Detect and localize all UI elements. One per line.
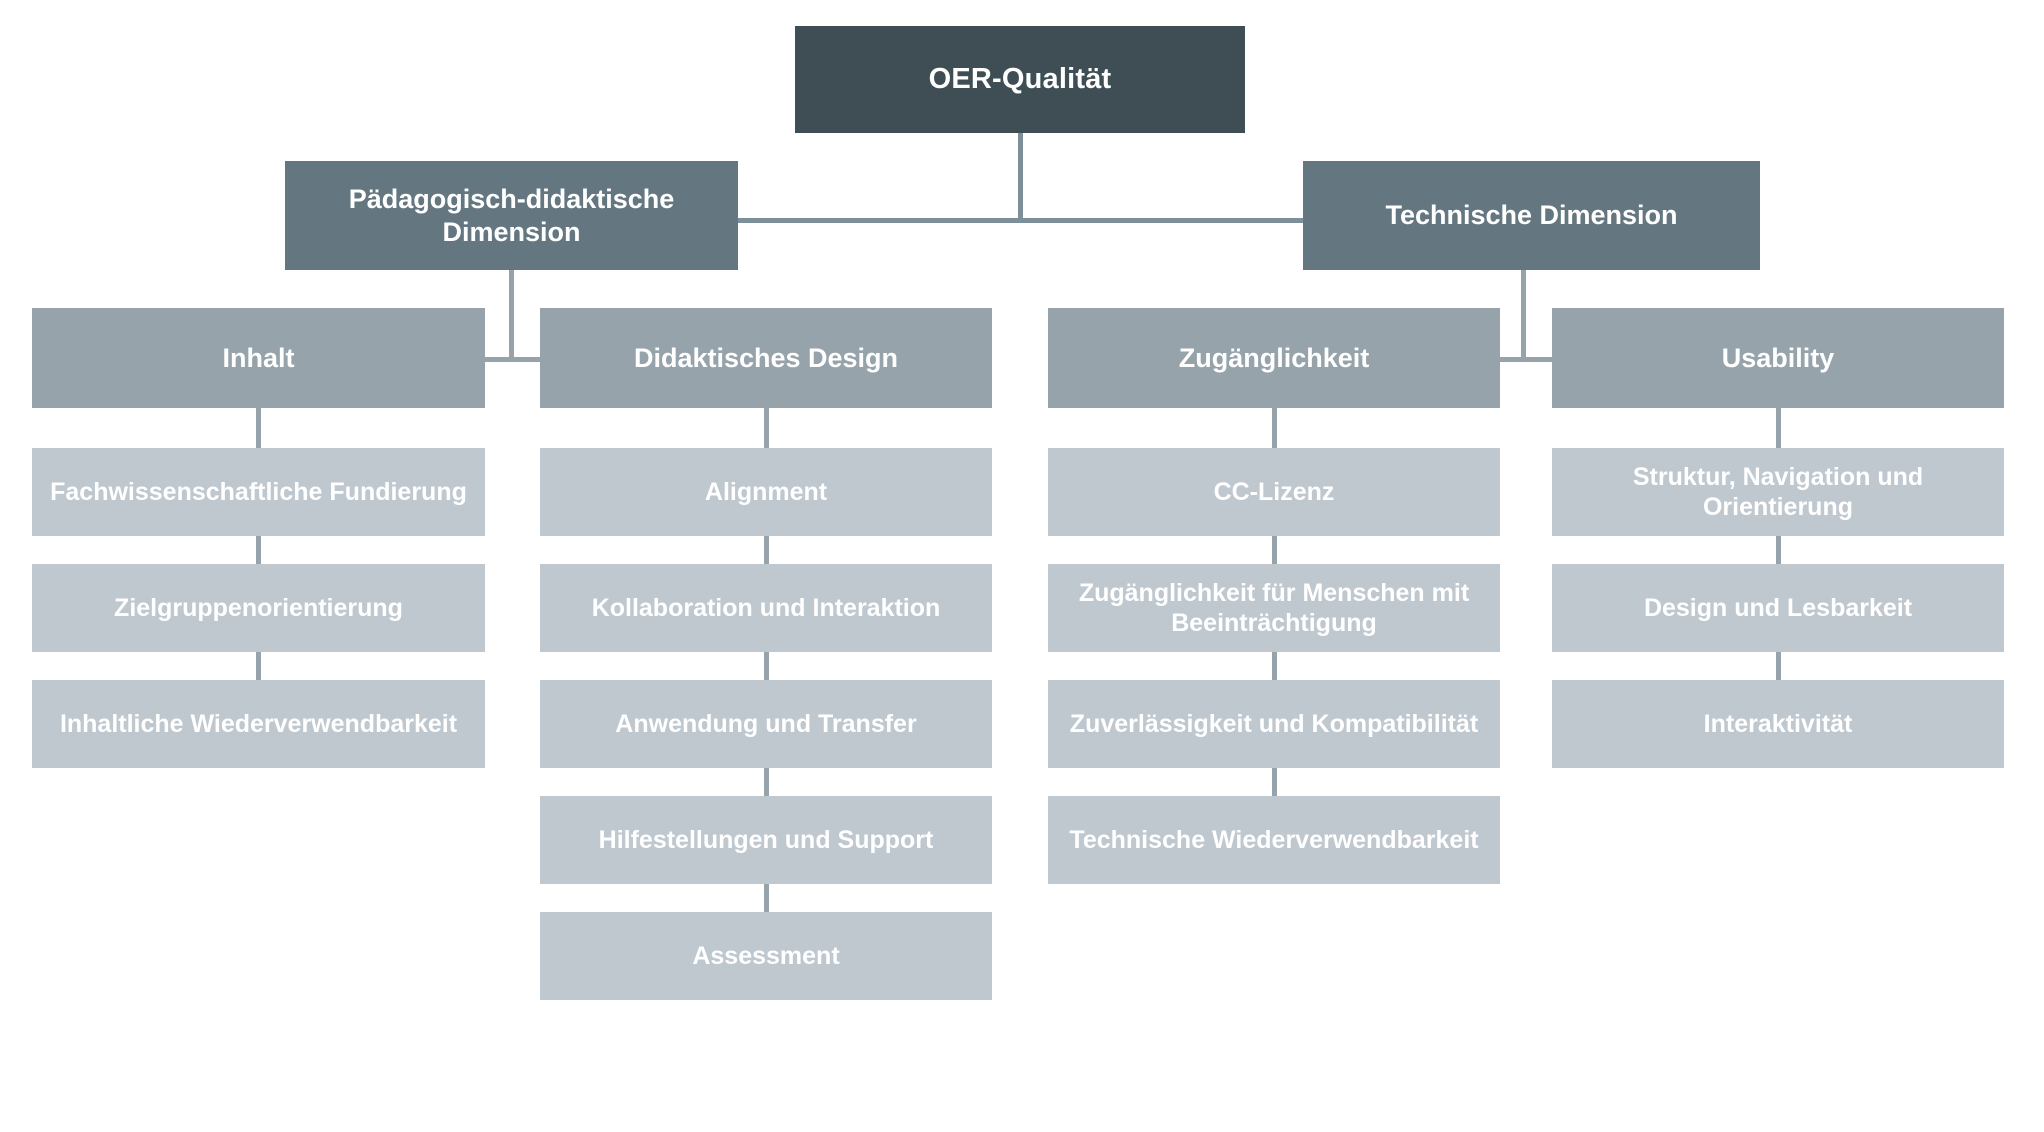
connector-inhalt-1 — [256, 408, 261, 448]
connector-inhalt-3 — [256, 652, 261, 680]
node-category-didaktisches-design[interactable]: Didaktisches Design — [540, 308, 992, 408]
node-category-zugaenglichkeit[interactable]: Zugänglichkeit — [1048, 308, 1500, 408]
node-criterion-didaktik-1[interactable]: Alignment — [540, 448, 992, 536]
connector-usability-3 — [1776, 652, 1781, 680]
node-criterion-inhalt-3[interactable]: Inhaltliche Wiederverwendbarkeit — [32, 680, 485, 768]
connector-didaktik-1 — [764, 408, 769, 448]
node-criterion-inhalt-1[interactable]: Fachwissenschaftliche Fundierung — [32, 448, 485, 536]
connector-root-down — [1018, 133, 1023, 221]
node-criterion-usability-3[interactable]: Interaktivität — [1552, 680, 2004, 768]
node-criterion-usability-1[interactable]: Struktur, Navigation und Orientierung — [1552, 448, 2004, 536]
node-dimension-technisch[interactable]: Technische Dimension — [1303, 161, 1760, 270]
node-category-inhalt[interactable]: Inhalt — [32, 308, 485, 408]
connector-usability-2 — [1776, 536, 1781, 564]
connector-paed-categories-bar — [485, 357, 541, 362]
node-criterion-didaktik-5[interactable]: Assessment — [540, 912, 992, 1000]
node-criterion-inhalt-2[interactable]: Zielgruppenorientierung — [32, 564, 485, 652]
node-criterion-didaktik-4[interactable]: Hilfestellungen und Support — [540, 796, 992, 884]
connector-zugang-4 — [1272, 768, 1277, 796]
connector-zugang-2 — [1272, 536, 1277, 564]
node-dimension-paedagogisch-didaktisch[interactable]: Pädagogisch-didaktische Dimension — [285, 161, 738, 270]
connector-usability-1 — [1776, 408, 1781, 448]
connector-didaktik-5 — [764, 884, 769, 912]
connector-paed-down — [509, 270, 514, 362]
connector-didaktik-4 — [764, 768, 769, 796]
node-criterion-didaktik-2[interactable]: Kollaboration und Interaktion — [540, 564, 992, 652]
node-root-oer-qualitaet[interactable]: OER-Qualität — [795, 26, 1245, 133]
connector-zugang-1 — [1272, 408, 1277, 448]
node-category-usability[interactable]: Usability — [1552, 308, 2004, 408]
connector-zugang-3 — [1272, 652, 1277, 680]
node-criterion-zugang-3[interactable]: Zuverlässigkeit und Kompatibilität — [1048, 680, 1500, 768]
connector-didaktik-2 — [764, 536, 769, 564]
connector-inhalt-2 — [256, 536, 261, 564]
node-criterion-didaktik-3[interactable]: Anwendung und Transfer — [540, 680, 992, 768]
connector-didaktik-3 — [764, 652, 769, 680]
connector-dimensions-bar — [738, 218, 1304, 223]
connector-tech-categories-bar — [1500, 357, 1553, 362]
connector-tech-down — [1521, 270, 1526, 362]
node-criterion-zugang-2[interactable]: Zugänglichkeit für Menschen mit Beeinträ… — [1048, 564, 1500, 652]
node-criterion-usability-2[interactable]: Design und Lesbarkeit — [1552, 564, 2004, 652]
node-criterion-zugang-4[interactable]: Technische Wiederverwendbarkeit — [1048, 796, 1500, 884]
node-criterion-zugang-1[interactable]: CC-Lizenz — [1048, 448, 1500, 536]
